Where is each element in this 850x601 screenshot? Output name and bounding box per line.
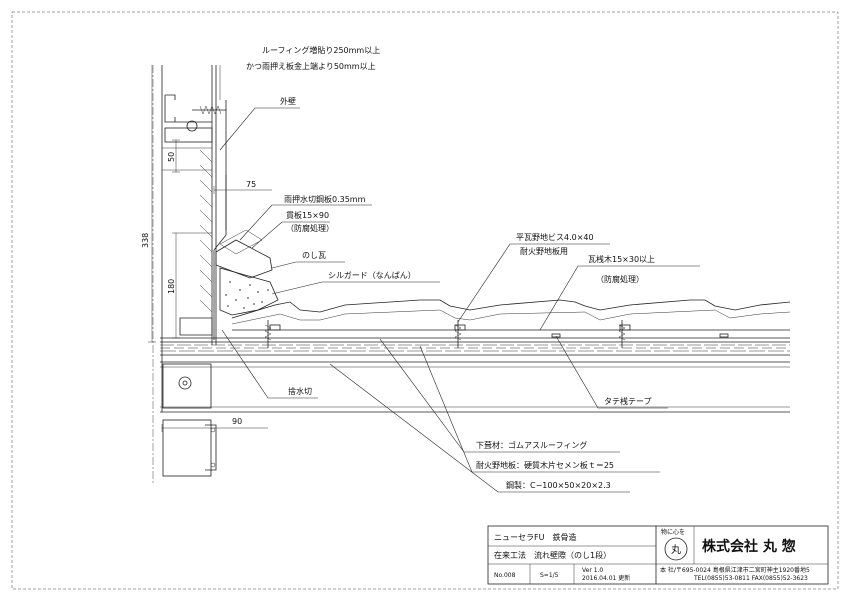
company-address: 本 社/〒695-0024 島根県江津市二宮町神主1920番地5 (660, 566, 810, 574)
leader-batten (539, 265, 700, 331)
leader-flashing (239, 204, 372, 241)
steel-bolt (178, 376, 192, 390)
tape-marks (551, 333, 729, 338)
sheathing-hatch (160, 344, 790, 352)
company-slogan: 物に心を (661, 528, 685, 536)
label-tape: タテ桟テープ (604, 396, 652, 406)
steel-bolt-inner (182, 380, 188, 386)
roof-tile-lower (231, 309, 791, 325)
dim-90: 90 (232, 417, 242, 426)
company-tel: TEL(0855)53-0811 FAX(0855)52-3623 (693, 575, 808, 582)
roof-tile-profile (231, 299, 791, 319)
steel-box-lower-dot-2 (210, 462, 216, 468)
leader-nuki (251, 221, 330, 249)
wall-c-steel-top (164, 94, 212, 123)
title-drawing-no: No.008 (494, 572, 516, 579)
leader-tape (555, 335, 668, 409)
sheet-border (11, 11, 839, 590)
sill-guard-mortar (219, 267, 279, 316)
title-block (487, 525, 829, 585)
steel-box-lower-dot (210, 427, 216, 433)
steel-box-upper (162, 363, 212, 409)
label-steel: 鋼製：C−100×50×20×2.3 (506, 480, 611, 490)
label-sill-guard: シルガード（なんばん） (328, 270, 416, 280)
leader-noshi (271, 261, 345, 269)
steel-box-lower (162, 419, 212, 477)
leader-underlay (379, 338, 620, 453)
leader-sheathing (419, 345, 660, 473)
note-roofing-overlap-1: ルーフィング増貼り250mm以上 (262, 45, 380, 55)
wall-c-steel-mid (162, 147, 212, 171)
title-date: 2016.04.01 更新 (582, 574, 630, 582)
wall-plate (164, 127, 213, 143)
nuki-board (219, 229, 263, 255)
label-nuki-1: 貫板15×90 (286, 210, 329, 220)
label-nuki-2: （防腐処理） (286, 223, 334, 233)
leader-steel (329, 363, 630, 493)
label-drip: 捨水切 (288, 386, 312, 396)
leader-screw (457, 243, 610, 323)
wall-screw-thread (199, 105, 222, 115)
mortar-dots (225, 281, 269, 309)
label-underlay: 下葺材：ゴムアスルーフィング (476, 440, 587, 450)
company-logo-char: 丸 (671, 543, 681, 556)
note-roofing-overlap-2: かつ雨押え板金上端より50mm以上 (246, 61, 376, 71)
label-screw-2: 耐火野地板用 (520, 246, 568, 256)
steel-box-lower-lip (205, 424, 217, 471)
dim-180: 180 (167, 279, 176, 294)
title-product: ニューセラFU 鉄骨造 (494, 532, 576, 542)
battens (269, 324, 631, 331)
label-batten-1: 瓦桟木15×30以上 (588, 254, 655, 264)
label-exterior-wall: 外壁 (280, 96, 296, 106)
company-logo (664, 537, 688, 561)
label-batten-2: （防腐処理） (596, 274, 644, 284)
title-method: 在来工法 流れ壁際（のし1段） (494, 550, 611, 560)
dim-50: 50 (167, 152, 176, 162)
dim-75: 75 (246, 180, 256, 189)
noshi-tile (215, 239, 273, 279)
roof-screws (264, 320, 626, 348)
wall-hatch (199, 149, 213, 313)
label-sheathing: 耐火野地板：硬質木片セメン板ｔ＝25 (476, 460, 614, 470)
company-name: 株式会社 丸 惣 (702, 538, 796, 555)
wall-screw-head (186, 120, 198, 132)
label-noshi: のし瓦 (302, 251, 326, 260)
dim-338: 338 (141, 233, 150, 248)
label-screw-1: 平瓦野地ビス4.0×40 (516, 232, 594, 242)
title-scale: S=1/5 (540, 572, 559, 579)
leader-drip (221, 329, 318, 399)
label-flashing: 雨押水切鋼板0.35mm (284, 194, 366, 204)
wall-c-steel-low (179, 317, 213, 336)
flashing-plate (213, 175, 227, 340)
leader-sill-guard (271, 281, 440, 295)
title-version: Ver 1.0 (582, 567, 603, 574)
leader-exterior-wall (219, 107, 300, 151)
